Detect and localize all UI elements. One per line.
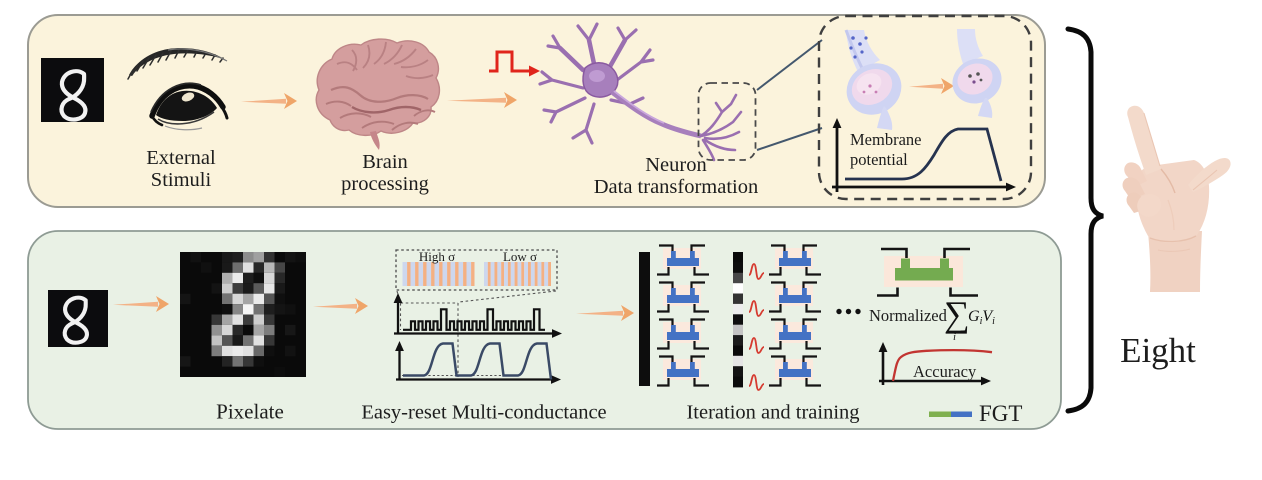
svg-text:Pixelate: Pixelate — [216, 400, 284, 424]
svg-text:Accuracy: Accuracy — [913, 362, 977, 381]
svg-text:Neuron: Neuron — [645, 154, 706, 176]
svg-text:External: External — [146, 147, 216, 169]
svg-text:GiVi: GiVi — [968, 308, 995, 327]
svg-text:Iteration and training: Iteration and training — [686, 402, 859, 424]
svg-text:Easy-reset Multi-conductance: Easy-reset Multi-conductance — [361, 402, 606, 424]
svg-text:FGT: FGT — [979, 401, 1022, 426]
svg-text:Stimuli: Stimuli — [151, 169, 212, 191]
svg-text:potential: potential — [850, 150, 908, 169]
svg-text:Data transformation: Data transformation — [594, 176, 759, 198]
svg-text:Normalized: Normalized — [869, 306, 948, 325]
svg-text:∑: ∑ — [944, 294, 970, 334]
svg-text:Low σ: Low σ — [503, 249, 537, 264]
svg-text:Brain: Brain — [362, 151, 408, 173]
svg-text:Membrane: Membrane — [850, 130, 921, 149]
svg-text:i: i — [953, 331, 956, 343]
svg-text:High σ: High σ — [419, 249, 455, 264]
svg-text:processing: processing — [341, 173, 429, 195]
svg-text:Eight: Eight — [1120, 331, 1196, 370]
